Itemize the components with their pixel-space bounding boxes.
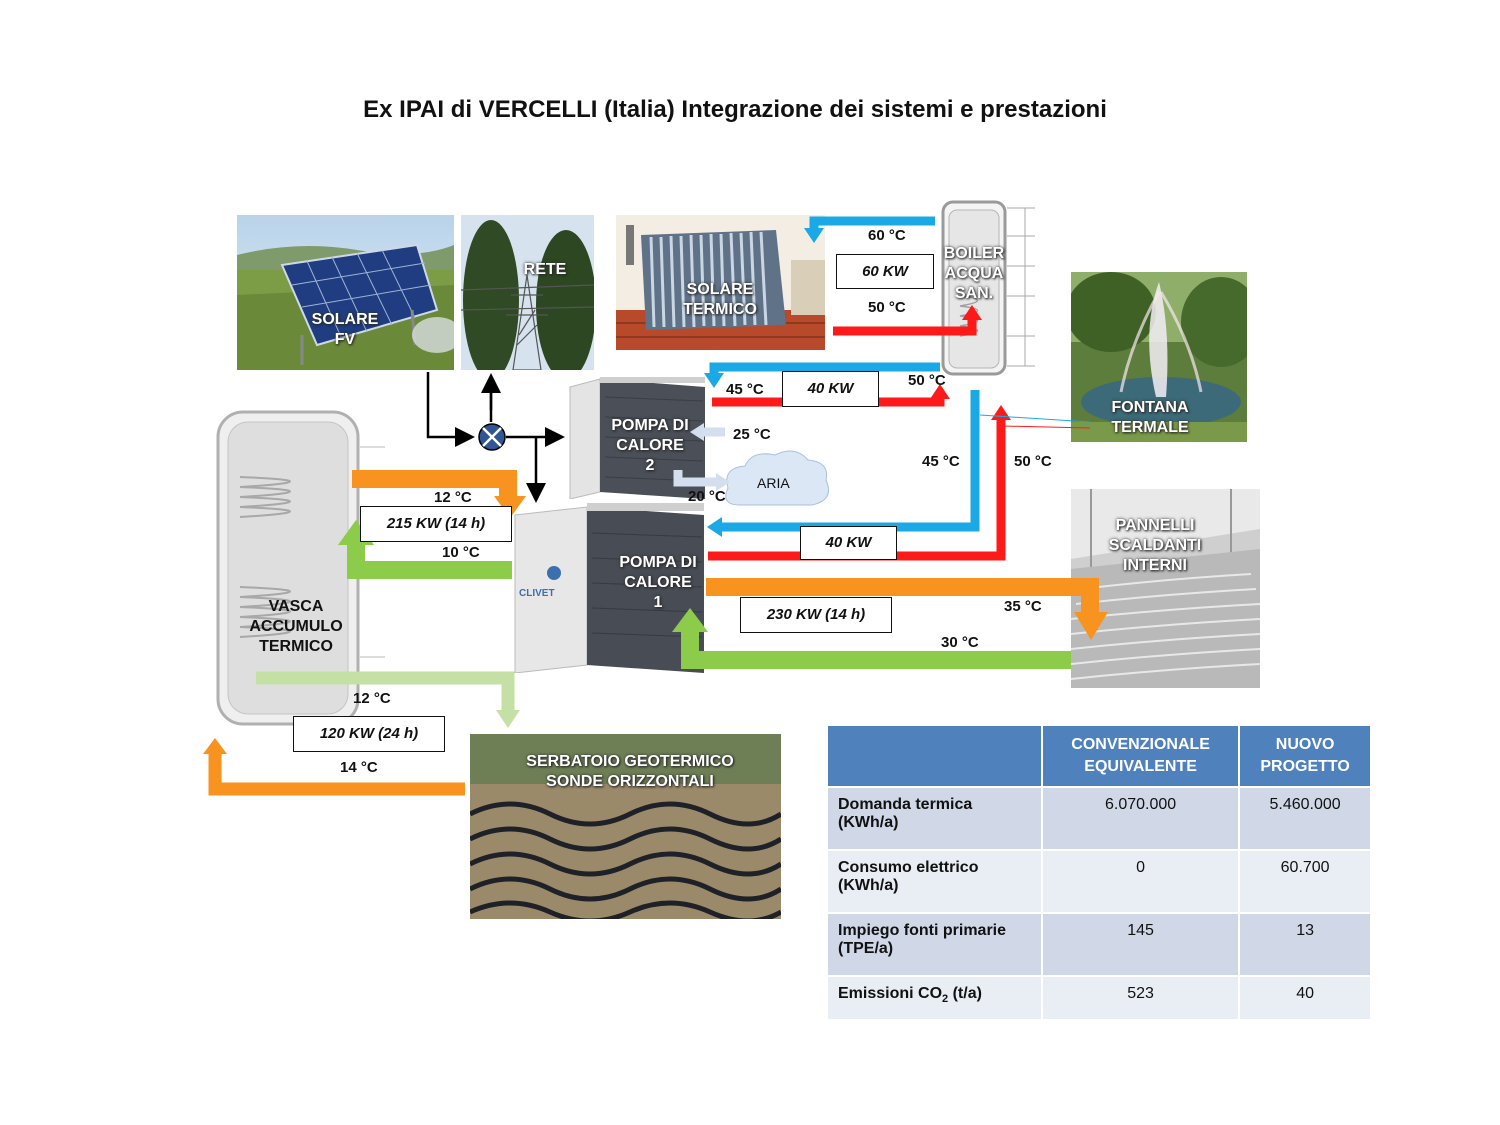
- row-new-value: 40: [1240, 977, 1370, 1019]
- temp-50-boiler-label: 50 °C: [868, 299, 906, 316]
- co2-label-sub: 2: [942, 993, 949, 1006]
- air-out-arrow: [673, 470, 718, 487]
- kw-230-box: 230 KW (14 h): [740, 597, 892, 633]
- page-title: Ex IPAI di VERCELLI (Italia) Integrazion…: [363, 96, 1107, 123]
- row-conv-value: 6.070.000: [1043, 788, 1239, 849]
- tank-to-pump1-arrow: [352, 470, 517, 500]
- fountain-cold-line: [979, 414, 1091, 423]
- row-label: Impiego fonti primarie (TPE/a): [828, 914, 1041, 975]
- temp-12-bottom-label: 12 °C: [353, 690, 391, 707]
- electrical-node-icon: [478, 423, 506, 451]
- solar-pv-label: SOLARE FV: [311, 311, 379, 348]
- row-conv-value: 145: [1043, 914, 1239, 975]
- temp-45-pump2-label: 45 °C: [726, 381, 764, 398]
- radiant-panels-photo: [1071, 489, 1260, 688]
- table-row: Impiego fonti primarie (TPE/a) 145 13: [828, 914, 1370, 975]
- solar-thermal-label: SOLARE TERMICO: [683, 281, 757, 318]
- co2-label-end: (t/a): [948, 985, 982, 1002]
- air-cloud-icon: [725, 450, 829, 506]
- geothermal-probes-label: SERBATOIO GEOTERMICO SONDE ORIZZONTALI: [526, 753, 734, 790]
- pump1-to-panels-arrow: [706, 578, 1099, 614]
- geothermal-to-tank-arrow: [208, 752, 465, 796]
- heat-pump-2-label: POMPA DI CALORE 2: [611, 417, 689, 474]
- kw-215-box: 215 KW (14 h): [360, 506, 512, 542]
- pv-to-node-line: [426, 372, 475, 447]
- temp-20-label: 20 °C: [688, 488, 726, 505]
- air-label: ARIA: [757, 475, 790, 491]
- storage-tank-label: VASCA ACCUMULO TERMICO: [249, 598, 343, 655]
- radiant-panels-label: PANNELLI SCALDANTI INTERNI: [1108, 517, 1202, 574]
- header-new-text: NUOVO PROGETTO: [1260, 736, 1350, 775]
- heat-pump-1-label: POMPA DI CALORE 1: [619, 554, 697, 611]
- temp-25-label: 25 °C: [733, 426, 771, 443]
- table-row: Consumo elettrico (KWh/a) 0 60.700: [828, 851, 1370, 912]
- boiler-label: BOILER ACQUA SAN.: [943, 245, 1005, 302]
- grid-label: RETE: [523, 261, 567, 278]
- temp-50-pump2-label: 50 °C: [908, 372, 946, 389]
- grid-photo: [461, 215, 594, 370]
- row-new-value: 13: [1240, 914, 1370, 975]
- temp-30-label: 30 °C: [941, 634, 979, 651]
- temp-35-label: 35 °C: [1004, 598, 1042, 615]
- table-row: Domanda termica (KWh/a) 6.070.000 5.460.…: [828, 788, 1370, 849]
- temp-12-top-label: 12 °C: [434, 489, 472, 506]
- temp-50-vertical-label: 50 °C: [1014, 453, 1052, 470]
- co2-label-main: Emissioni CO: [838, 985, 943, 1002]
- table-header-row: CONVENZIONALE EQUIVALENTE NUOVO PROGETTO: [828, 726, 1370, 786]
- temp-10-label: 10 °C: [442, 544, 480, 561]
- kw-60-box: 60 KW: [836, 254, 934, 289]
- clivet-logo-1: CLIVET: [519, 588, 555, 599]
- solar-to-boiler-hot-arrow: [833, 318, 977, 336]
- geothermal-probes-photo: [470, 734, 781, 919]
- temp-60-label: 60 °C: [868, 227, 906, 244]
- panels-to-pump1-arrow: [681, 630, 1071, 669]
- table-row: Emissioni CO2 (t/a) 523 40: [828, 977, 1370, 1019]
- fountain-photo: [1071, 272, 1247, 442]
- table-header-empty: [828, 726, 1041, 786]
- fountain-label: FONTANA TERMALE: [1111, 399, 1189, 436]
- kw-120-box: 120 KW (24 h): [293, 716, 445, 752]
- solar-thermal-photo: [616, 215, 825, 350]
- row-new-value: 5.460.000: [1240, 788, 1370, 849]
- row-label: Emissioni CO2 (t/a): [828, 977, 1041, 1019]
- row-new-value: 60.700: [1240, 851, 1370, 912]
- row-conv-value: 523: [1043, 977, 1239, 1019]
- solar-pv-photo: [237, 215, 454, 370]
- kw-40-pump2-box: 40 KW: [782, 371, 879, 407]
- row-label: Consumo elettrico (KWh/a): [828, 851, 1041, 912]
- pump1-to-tank-arrow: [347, 543, 512, 579]
- heat-pump-2-photo: [565, 377, 712, 499]
- temp-14-label: 14 °C: [340, 759, 378, 776]
- fountain-hot-line: [1002, 425, 1091, 429]
- table-header-conventional: CONVENZIONALE EQUIVALENTE: [1043, 726, 1239, 786]
- table-header-new-project: NUOVO PROGETTO: [1240, 726, 1370, 786]
- tank-to-geothermal-arrow: [256, 671, 515, 712]
- boiler-to-pump2-cold-arrow: [709, 362, 940, 375]
- kw-40-pump1-box: 40 KW: [800, 526, 897, 560]
- row-label: Domanda termica (KWh/a): [828, 788, 1041, 849]
- header-conv-text: CONVENZIONALE EQUIVALENTE: [1071, 736, 1210, 775]
- temp-45-vertical-label: 45 °C: [922, 453, 960, 470]
- boiler-to-solar-cold-arrow: [809, 216, 935, 230]
- row-conv-value: 0: [1043, 851, 1239, 912]
- performance-table: CONVENZIONALE EQUIVALENTE NUOVO PROGETTO…: [826, 724, 1372, 1021]
